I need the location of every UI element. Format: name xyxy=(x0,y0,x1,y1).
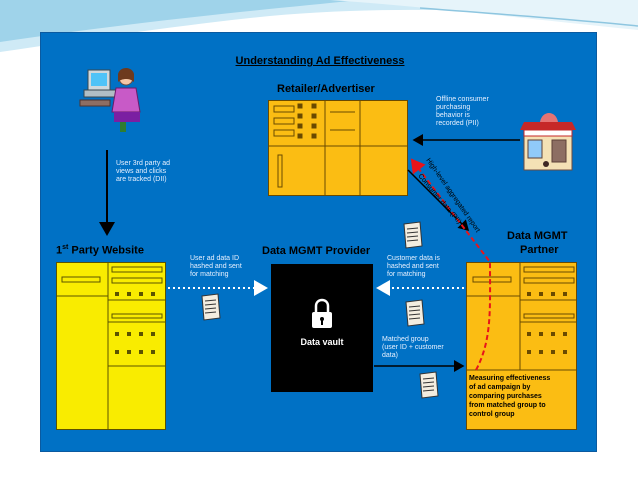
note-customer-hashed-2: hashed and sent xyxy=(387,263,439,270)
diagram-title: Understanding Ad Effectiveness xyxy=(235,55,405,67)
website-heading-sup: st xyxy=(62,244,69,251)
note-user-tracked: User 3rd party ad views and clicks are t… xyxy=(116,160,170,184)
document-scroll-icon xyxy=(201,221,439,399)
note-user-tracked-2: views and clicks xyxy=(116,168,167,175)
data-vault-label: Data vault xyxy=(300,337,344,347)
note-ad-hashed-1: User ad data ID xyxy=(190,255,240,262)
computer-user-icon xyxy=(79,68,141,132)
note-offline: Offline consumer purchasing behavior is … xyxy=(436,96,489,128)
retailer-heading: Retailer/Advertiser xyxy=(277,83,375,95)
retailer-box xyxy=(268,100,408,196)
measure-line-2: of ad campaign by xyxy=(469,384,531,391)
note-matched-2: (user ID + customer xyxy=(382,344,444,351)
measure-line-3: comparing purchases xyxy=(469,393,542,400)
note-offline-1: Offline consumer xyxy=(436,96,489,103)
website-heading: 1st Party Website xyxy=(56,244,144,257)
note-user-tracked-1: User 3rd party ad xyxy=(116,160,171,167)
note-offline-2: purchasing xyxy=(436,104,471,111)
padlock-icon xyxy=(312,298,332,328)
website-heading-suffix: Party Website xyxy=(68,244,144,257)
note-customer-hashed-1: Customer data is xyxy=(387,255,440,262)
arrow-red-report xyxy=(410,158,492,371)
website-box xyxy=(56,262,166,430)
partner-heading-line1: Data MGMT xyxy=(507,230,568,242)
note-matched-1: Matched group xyxy=(382,336,429,343)
measure-text: Measuring effectiveness of ad campaign b… xyxy=(469,374,575,419)
note-customer-hashed-3: for matching xyxy=(387,271,426,278)
note-matched: Matched group (user ID + customer data) xyxy=(382,336,444,360)
website-heading-prefix: 1 xyxy=(56,244,63,257)
measure-line-1: Measuring effectiveness xyxy=(469,375,551,382)
retailer-box-detail xyxy=(268,100,408,196)
note-ad-hashed-2: hashed and sent xyxy=(190,263,242,270)
note-matched-3: data) xyxy=(382,352,398,359)
note-customer-hashed: Customer data is hashed and sent for mat… xyxy=(387,255,440,279)
note-offline-3: behavior is xyxy=(436,112,470,119)
note-user-tracked-3: are tracked (DII) xyxy=(116,176,167,183)
provider-heading: Data MGMT Provider xyxy=(262,245,371,257)
note-ad-hashed-3: for matching xyxy=(190,271,229,278)
measure-line-5: control group xyxy=(469,411,515,418)
note-offline-4: recorded (PII) xyxy=(436,120,479,127)
partner-box-detail xyxy=(466,262,577,371)
storefront-icon xyxy=(520,113,576,171)
measure-line-4: from matched group to xyxy=(469,402,546,409)
website-box-detail xyxy=(56,262,166,430)
note-ad-hashed: User ad data ID hashed and sent for matc… xyxy=(190,255,242,279)
partner-heading-line2: Partner xyxy=(520,244,559,256)
